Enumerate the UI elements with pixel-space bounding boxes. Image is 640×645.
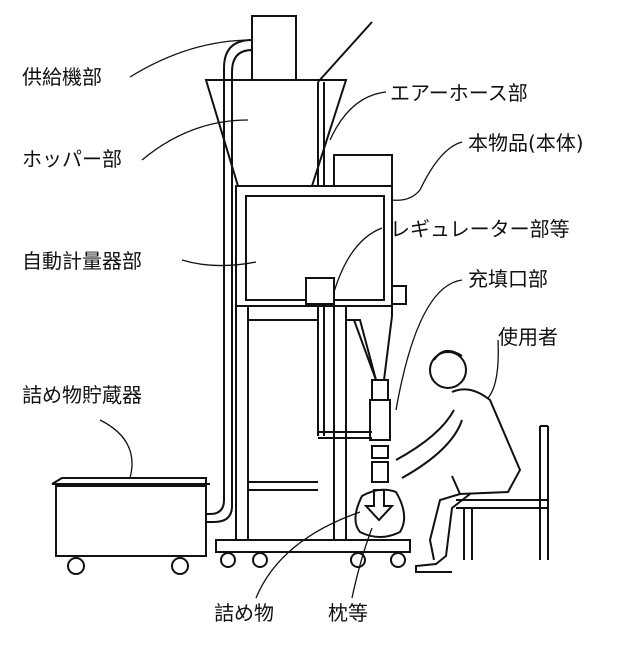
machine-base xyxy=(216,540,410,552)
label-storage: 詰め物貯蔵器 xyxy=(22,384,142,406)
supply-unit-shape xyxy=(252,16,296,80)
leader-main-body xyxy=(392,142,462,200)
leader-user xyxy=(488,340,498,398)
label-hopper: ホッパー部 xyxy=(22,148,122,170)
regulator-box xyxy=(306,278,334,304)
label-air-hose: エアーホース部 xyxy=(390,82,528,104)
storage-box xyxy=(56,486,206,556)
label-user: 使用者 xyxy=(498,326,558,348)
regulator-housing xyxy=(334,155,392,187)
label-main-body: 本物品(本体) xyxy=(468,132,584,154)
label-filling-material: 詰め物 xyxy=(214,602,274,624)
label-filling-port: 充填口部 xyxy=(468,268,548,290)
leader-storage xyxy=(100,420,132,478)
leader-filling-material xyxy=(256,512,360,598)
label-regulator: レギュレーター部等 xyxy=(390,218,570,240)
pillow-shape xyxy=(355,490,404,537)
filling-port-shape xyxy=(370,400,390,440)
label-pillow: 枕等 xyxy=(328,602,368,624)
person-torso xyxy=(452,389,520,494)
label-supply-unit: 供給機部 xyxy=(22,66,102,88)
air-hose-upper xyxy=(318,22,372,82)
label-auto-weigher: 自動計量器部 xyxy=(22,250,142,272)
